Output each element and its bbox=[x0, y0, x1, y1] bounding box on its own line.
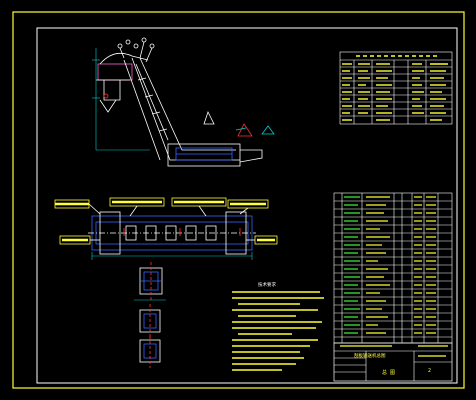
technical-notes: 技术要求 bbox=[232, 281, 324, 371]
section-details bbox=[134, 262, 166, 368]
title-block: 刮板输送机总图 总 图 2 bbox=[333, 342, 453, 382]
drawing-name: 刮板输送机总图 bbox=[354, 352, 386, 359]
drawing-title: 总 图 bbox=[382, 369, 395, 376]
parameter-table bbox=[339, 51, 453, 125]
parts-list bbox=[333, 192, 453, 344]
inner-border bbox=[36, 27, 458, 384]
conveyor-plan-view bbox=[54, 197, 278, 260]
outer-border bbox=[12, 11, 465, 389]
drawing-mark: 2 bbox=[428, 368, 431, 374]
conveyor-elevation-view bbox=[92, 37, 275, 167]
notes-heading: 技术要求 bbox=[258, 281, 276, 288]
